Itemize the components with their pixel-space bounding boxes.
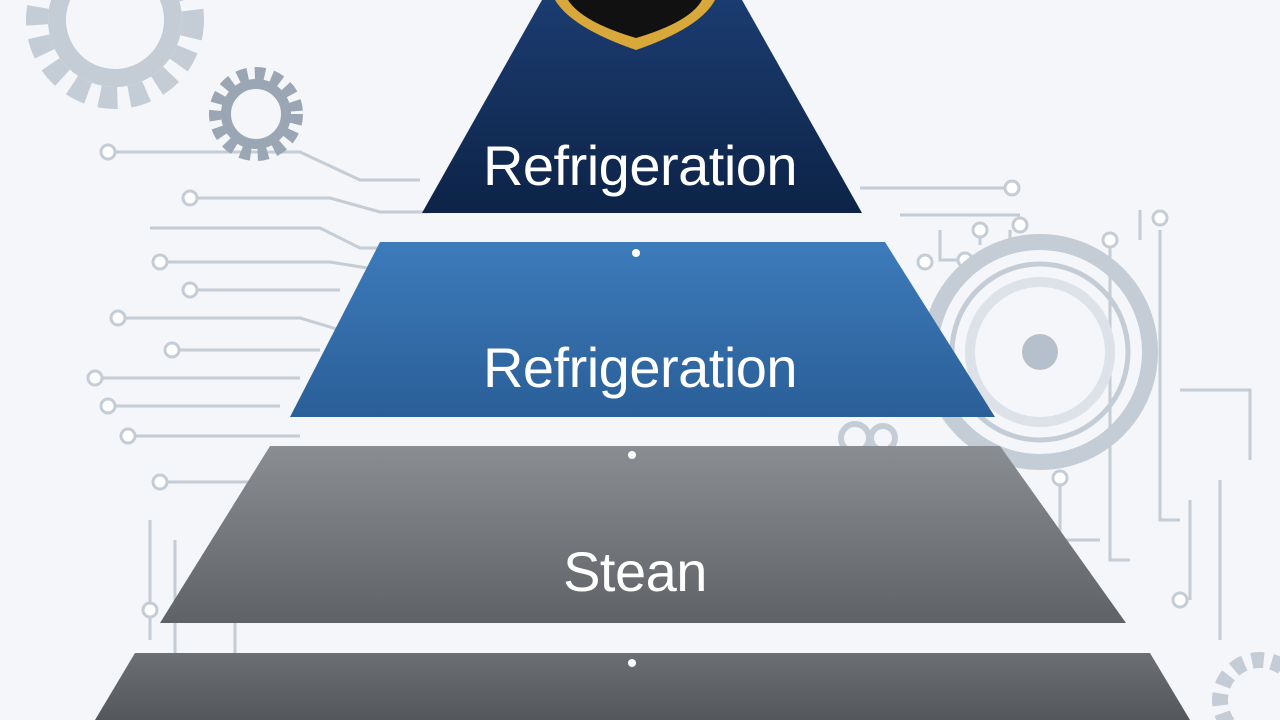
- pyramid-tier-4: [95, 653, 1190, 720]
- tier-3-dot: [628, 451, 636, 459]
- tier-4-dot: [628, 659, 636, 667]
- gear-icon: [26, 0, 204, 109]
- tier-2-dot: [632, 249, 640, 257]
- pyramid-tier-3: [160, 446, 1126, 623]
- gear-icon: [209, 67, 303, 161]
- pyramid-tier-1: [422, 0, 862, 213]
- tier-3-title: Stean: [563, 540, 707, 603]
- circuit-nodes: [86, 143, 1189, 619]
- tier-1-title: Refrigeration: [482, 134, 798, 197]
- gear-icon: [1212, 652, 1280, 720]
- shield-icon: [555, 0, 715, 50]
- pyramid-tier-2: [290, 242, 995, 417]
- tier-2-title: Refrigeration: [482, 336, 798, 399]
